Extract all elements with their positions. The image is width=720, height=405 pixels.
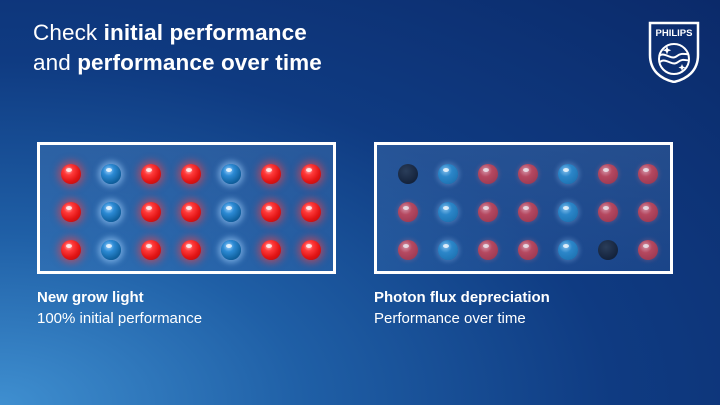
led-dead-dot (598, 240, 618, 260)
led-red-dot (261, 164, 281, 184)
led-red-dot (61, 164, 81, 184)
led-dimblue-dot (558, 240, 578, 260)
led-red-dot (301, 240, 321, 260)
new-grow-light-panel (37, 142, 336, 274)
led-dimblue-dot (558, 164, 578, 184)
led-blue-dot (101, 240, 121, 260)
caption-heading: New grow light (37, 289, 144, 306)
led-dimred-dot (638, 240, 658, 260)
caption-subheading: 100% initial performance (37, 310, 203, 327)
led-red-dot (141, 240, 161, 260)
led-red-dot (301, 202, 321, 222)
headline: Check initial performance and performanc… (33, 18, 322, 78)
led-red-dot (181, 240, 201, 260)
led-red-dot (141, 164, 161, 184)
led-dimred-dot (478, 164, 498, 184)
philips-logo: PHILIPS (648, 21, 700, 83)
headline-emphasis-2: performance over time (77, 50, 322, 75)
headline-emphasis-1: initial performance (103, 20, 307, 45)
led-dimred-dot (638, 202, 658, 222)
logo-text: PHILIPS (656, 28, 693, 39)
led-blue-dot (221, 164, 241, 184)
led-dimred-dot (638, 164, 658, 184)
led-blue-dot (221, 240, 241, 260)
led-dimblue-dot (438, 202, 458, 222)
led-dimblue-dot (438, 240, 458, 260)
led-red-dot (61, 202, 81, 222)
led-dimblue-dot (558, 202, 578, 222)
led-dead-dot (398, 164, 418, 184)
led-red-dot (181, 202, 201, 222)
led-blue-dot (221, 202, 241, 222)
led-blue-dot (101, 202, 121, 222)
led-dimred-dot (478, 202, 498, 222)
led-red-dot (261, 240, 281, 260)
led-red-dot (181, 164, 201, 184)
led-red-dot (61, 240, 81, 260)
new-grow-light-caption: New grow light 100% initial performance (37, 287, 202, 329)
headline-line-1: Check initial performance (33, 20, 307, 45)
led-red-dot (261, 202, 281, 222)
led-red-dot (141, 202, 161, 222)
led-dimred-dot (518, 164, 538, 184)
led-dimred-dot (398, 240, 418, 260)
led-dimblue-dot (438, 164, 458, 184)
depreciation-caption: Photon flux depreciation Performance ove… (374, 287, 550, 329)
headline-line-2: and performance over time (33, 50, 322, 75)
led-red-dot (301, 164, 321, 184)
led-dimred-dot (398, 202, 418, 222)
led-dimred-dot (598, 202, 618, 222)
led-dimred-dot (518, 240, 538, 260)
led-dimred-dot (478, 240, 498, 260)
depreciated-grow-light-panel (374, 142, 673, 274)
led-blue-dot (101, 164, 121, 184)
led-dimred-dot (518, 202, 538, 222)
caption-subheading: Performance over time (374, 310, 526, 327)
led-dimred-dot (598, 164, 618, 184)
caption-heading: Photon flux depreciation (374, 289, 550, 306)
